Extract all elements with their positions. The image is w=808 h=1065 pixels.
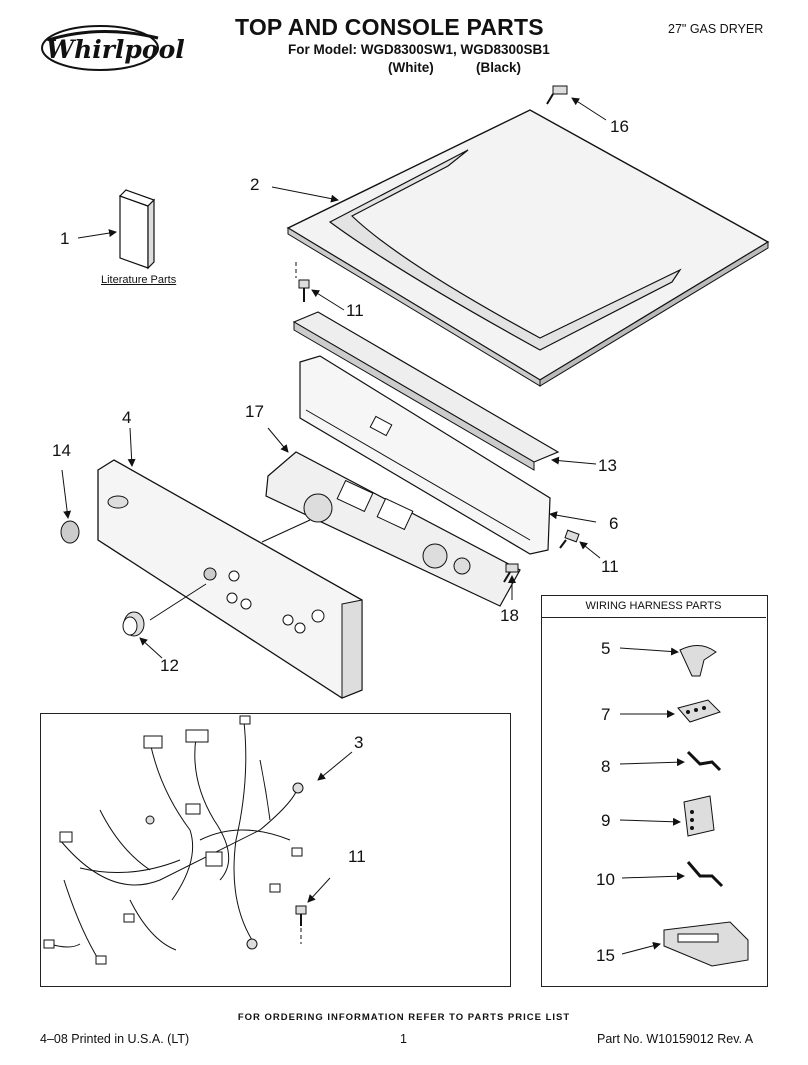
harness-part-5 xyxy=(679,645,717,677)
part-number: Part No. W10159012 Rev. A xyxy=(597,1032,754,1046)
callout-1: 1 xyxy=(60,229,70,248)
callout-6: 6 xyxy=(609,514,619,533)
callout-10: 10 xyxy=(596,870,615,889)
badge-14 xyxy=(60,520,80,544)
model-type-label: 27" GAS DRYER xyxy=(668,22,764,36)
harness-part-10 xyxy=(686,861,724,888)
page-number: 1 xyxy=(400,1032,407,1046)
callout-17: 17 xyxy=(245,402,264,421)
callout-15: 15 xyxy=(596,946,615,965)
harness-part-8 xyxy=(686,750,722,772)
wiring-harness-box xyxy=(40,713,511,987)
callout-12: 12 xyxy=(160,656,179,675)
callout-14: 14 xyxy=(52,441,71,460)
harness-part-9 xyxy=(683,795,715,837)
control-board-17 xyxy=(265,451,521,607)
top-panel xyxy=(286,109,770,387)
harness-parts-box xyxy=(541,595,768,987)
harness-part-15 xyxy=(663,921,749,967)
literature-parts-label: Literature Parts xyxy=(101,274,177,286)
callout-11-upper: 11 xyxy=(346,301,364,320)
callout-8: 8 xyxy=(601,757,611,776)
callout-5: 5 xyxy=(601,639,611,658)
literature-booklet xyxy=(118,189,156,270)
screw-18 xyxy=(503,563,519,583)
color-black-label: (Black) xyxy=(476,60,522,75)
callout-11-lower: 11 xyxy=(348,847,366,866)
callout-18: 18 xyxy=(500,606,519,625)
callout-13: 13 xyxy=(598,456,617,475)
callout-16: 16 xyxy=(610,117,629,136)
callout-4: 4 xyxy=(122,408,132,427)
callout-9: 9 xyxy=(601,811,611,830)
screw-11-upper xyxy=(295,262,310,302)
screw-11-mid xyxy=(559,529,580,549)
page-title: TOP AND CONSOLE PARTS xyxy=(235,14,544,40)
wiring-harness-3 xyxy=(43,715,304,965)
model-subtitle: For Model: WGD8300SW1, WGD8300SB1 xyxy=(288,42,550,57)
console-back-6 xyxy=(299,355,551,555)
print-info: 4–08 Printed in U.S.A. (LT) xyxy=(40,1032,190,1046)
callout-11-mid: 11 xyxy=(601,557,619,576)
screw-11-lower xyxy=(295,905,307,944)
callout-3: 3 xyxy=(354,733,364,752)
callout-7: 7 xyxy=(601,705,611,724)
color-white-label: (White) xyxy=(388,60,434,75)
screw-16 xyxy=(546,85,568,105)
bracket-13 xyxy=(292,311,560,471)
harness-part-7 xyxy=(677,699,721,723)
console-panel-4 xyxy=(97,459,363,699)
whirlpool-logo: Whirlpool xyxy=(41,25,185,71)
ordering-info: FOR ORDERING INFORMATION REFER TO PARTS … xyxy=(237,1012,571,1023)
harness-parts-title: WIRING HARNESS PARTS xyxy=(541,595,766,618)
brand-wordmark: Whirlpool xyxy=(46,35,185,64)
callout-2: 2 xyxy=(250,175,260,194)
knob-12 xyxy=(122,611,145,637)
